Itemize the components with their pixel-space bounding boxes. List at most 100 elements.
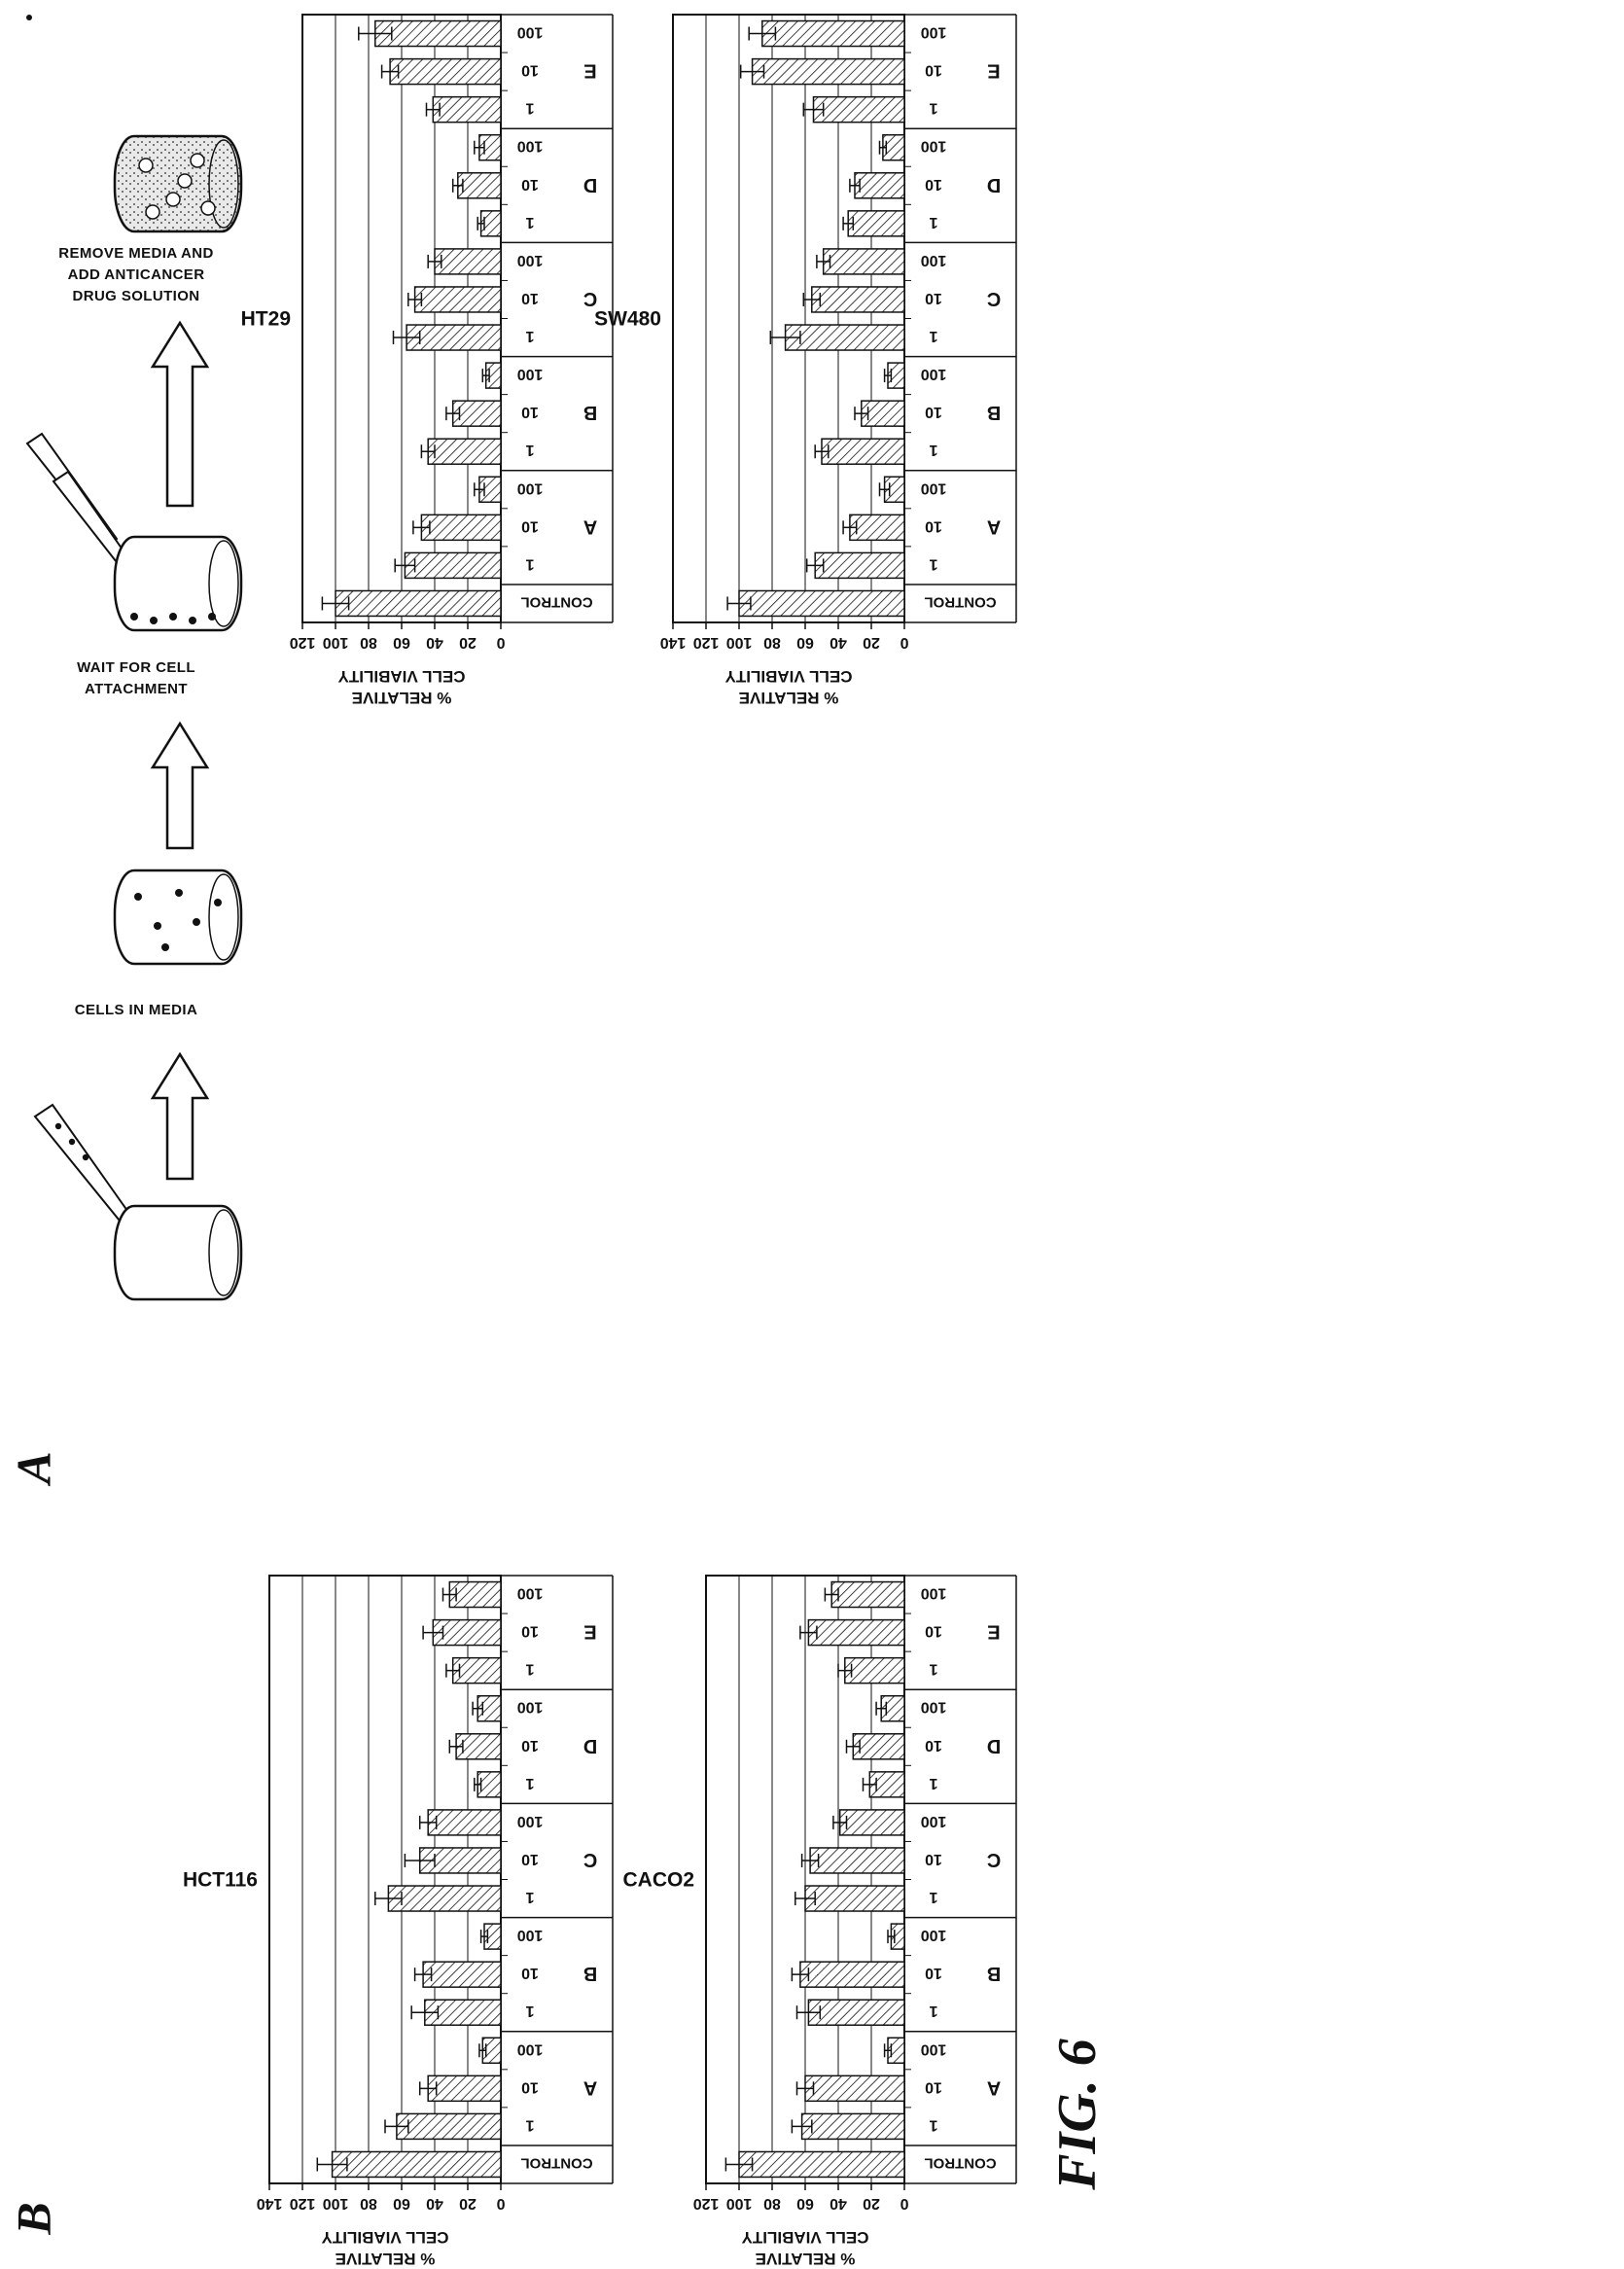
step-label-line: CELLS IN MEDIA [74, 1002, 198, 1018]
category-label: 1 [929, 1661, 937, 1678]
bar [406, 324, 502, 351]
up-block-arrow-icon [150, 320, 210, 508]
category-label: 10 [521, 290, 539, 306]
category-label: 10 [925, 517, 942, 534]
step-label-line: WAIT FOR CELL [77, 659, 195, 676]
value-tick-label: 20 [459, 2195, 477, 2212]
value-tick-label: 80 [763, 2195, 781, 2212]
axis-caption-line: % RELATIVE [352, 689, 452, 707]
bar [751, 57, 905, 86]
category-label: 1 [929, 1775, 937, 1791]
chart-HT29: CONTROL110100110100110100110100110100ABC… [241, 14, 614, 707]
axis-caption-line: CELL VIABILITY [724, 667, 853, 686]
category-label: 1 [525, 442, 534, 458]
value-tick-label: 120 [693, 634, 720, 651]
bar [814, 551, 905, 580]
group-label: E [583, 1621, 596, 1643]
value-tick-label: 60 [393, 2195, 410, 2212]
category-label: 10 [925, 404, 942, 420]
category-label: 10 [521, 1737, 539, 1754]
category-label-control: CONTROL [520, 2154, 592, 2171]
charts-root: CONTROL110100110100110100110100110100ABC… [183, 14, 1017, 2268]
category-label: 1 [929, 1889, 937, 1905]
category-label: 1 [929, 214, 937, 230]
empty-dish-icon [113, 1204, 243, 1301]
up-block-arrow-icon [150, 1051, 210, 1181]
bar [784, 324, 905, 351]
group-label: A [583, 2076, 597, 2098]
category-label: 10 [925, 62, 942, 79]
value-tick-label: 40 [830, 2195, 847, 2212]
category-label: 100 [517, 138, 544, 155]
step-label-cells-in-media: CELLS IN MEDIA [24, 1000, 248, 1021]
category-label: 10 [925, 1623, 942, 1640]
step-label-line: REMOVE MEDIA AND [58, 245, 214, 262]
group-label: A [583, 515, 597, 537]
value-tick-label: 120 [290, 2195, 316, 2212]
category-label: 10 [521, 517, 539, 534]
bar [844, 1656, 905, 1684]
category-label: 1 [525, 2116, 534, 2133]
bar [427, 2074, 502, 2103]
value-tick-label: 120 [290, 634, 316, 651]
group-label: E [987, 60, 1000, 82]
group-label: A [987, 2076, 1001, 2098]
step-label-wait-attachment: WAIT FOR CELL ATTACHMENT [24, 657, 248, 700]
value-tick-label: 20 [459, 634, 477, 651]
category-label: 1 [929, 2116, 937, 2133]
dish-with-cells-icon [113, 869, 243, 966]
category-label: 1 [525, 555, 534, 572]
category-label: 10 [925, 1737, 942, 1754]
category-label: 100 [921, 24, 947, 41]
category-label: 100 [517, 1699, 544, 1716]
dish-attached-cells-with-pipettes-icon [25, 432, 243, 632]
value-tick-label: 20 [863, 634, 880, 651]
bar [451, 400, 502, 427]
bar [427, 438, 502, 465]
category-label: 100 [921, 2040, 947, 2057]
chart-title: SW480 [594, 308, 661, 331]
axis-caption-line: CELL VIABILITY [741, 2228, 869, 2247]
category-label: 10 [521, 1851, 539, 1867]
value-tick-label: 0 [496, 2195, 505, 2212]
bar [804, 1885, 905, 1912]
group-label: C [987, 1849, 1001, 1870]
category-label: 100 [921, 1699, 947, 1716]
bar [800, 2112, 905, 2141]
step-label-line: ADD ANTICANCER [67, 266, 205, 283]
bar [420, 514, 502, 542]
bar [854, 172, 905, 199]
step-label-line: ATTACHMENT [85, 681, 188, 697]
group-label: B [583, 1963, 597, 1984]
value-tick-label: 100 [726, 2195, 753, 2212]
category-label: 100 [517, 479, 544, 496]
category-label: 1 [929, 2003, 937, 2019]
category-label: 100 [921, 479, 947, 496]
bar [432, 1618, 502, 1647]
value-tick-label: 0 [900, 2195, 908, 2212]
value-tick-label: 0 [496, 634, 505, 651]
category-label: 10 [521, 62, 539, 79]
category-label-control: CONTROL [924, 2154, 996, 2171]
category-label: 100 [921, 252, 947, 268]
bar [335, 589, 502, 618]
category-label: 10 [521, 1965, 539, 1981]
bar [457, 172, 502, 199]
value-tick-label: 40 [426, 634, 443, 651]
bar [404, 551, 502, 580]
bar [387, 1885, 502, 1912]
bar [389, 57, 502, 86]
category-label-control: CONTROL [520, 593, 592, 610]
category-label: 100 [517, 252, 544, 268]
bar [413, 286, 502, 313]
bar [422, 1961, 502, 1988]
category-label: 10 [925, 176, 942, 193]
value-tick-label: 20 [863, 2195, 880, 2212]
category-label: 1 [525, 1775, 534, 1791]
group-label: D [987, 174, 1001, 195]
category-label: 100 [921, 1585, 947, 1602]
category-label: 10 [521, 176, 539, 193]
chart-title: CACO2 [622, 1869, 694, 1892]
category-label: 100 [921, 366, 947, 382]
